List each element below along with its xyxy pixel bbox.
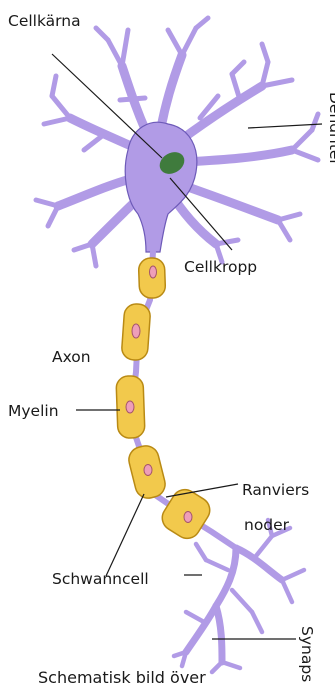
label-dendrites: Dendriter — [326, 92, 335, 166]
label-synapse: Synaps — [298, 626, 316, 682]
diagram-caption: Schematisk bild över — [38, 668, 206, 687]
label-nodes-line2: noder — [244, 516, 290, 534]
label-myelin: Myelin — [8, 402, 59, 420]
axon-terminals — [174, 520, 304, 672]
cell-body — [125, 122, 197, 252]
label-nucleus: Cellkärna — [8, 12, 81, 30]
label-nodes-line1: Ranviers — [242, 481, 309, 499]
label-schwann-cell: Schwanncell — [52, 570, 149, 588]
label-cell-body: Cellkropp — [184, 258, 257, 276]
label-axon: Axon — [52, 348, 91, 366]
